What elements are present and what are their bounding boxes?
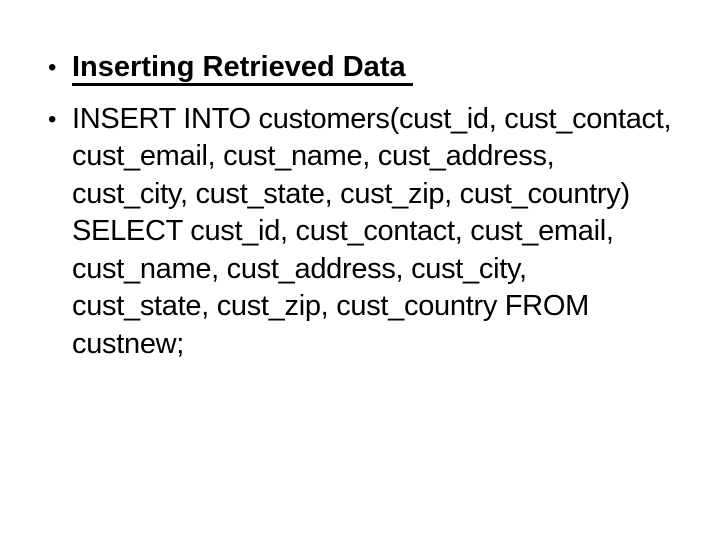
slide-heading-text: Inserting Retrieved Data (72, 51, 413, 86)
sql-statement: INSERT INTO customers(cust_id, cust_cont… (72, 101, 672, 364)
bullet-list: • Inserting Retrieved Data • INSERT INTO… (48, 49, 696, 363)
sql-line: custnew; (72, 327, 185, 360)
sql-line: cust_email, cust_name, cust_address, (72, 140, 555, 172)
bullet-icon: • (48, 54, 57, 81)
sql-line: cust_name, cust_address, cust_city, (72, 252, 527, 285)
slide-content: • Inserting Retrieved Data • INSERT INTO… (48, 49, 696, 363)
title-bullet-item: • Inserting Retrieved Data (48, 49, 696, 87)
sql-bullet-item: • INSERT INTO customers(cust_id, cust_co… (48, 101, 696, 364)
sql-line: SELECT cust_id, cust_contact, cust_email… (72, 215, 614, 247)
slide-heading: Inserting Retrieved Data (72, 49, 413, 87)
bullet-icon: • (48, 105, 57, 133)
sql-line: cust_city, cust_state, cust_zip, cust_co… (72, 177, 630, 210)
sql-line: cust_state, cust_zip, cust_country FROM (72, 290, 589, 322)
sql-line: INSERT INTO customers(cust_id, cust_cont… (72, 102, 672, 135)
